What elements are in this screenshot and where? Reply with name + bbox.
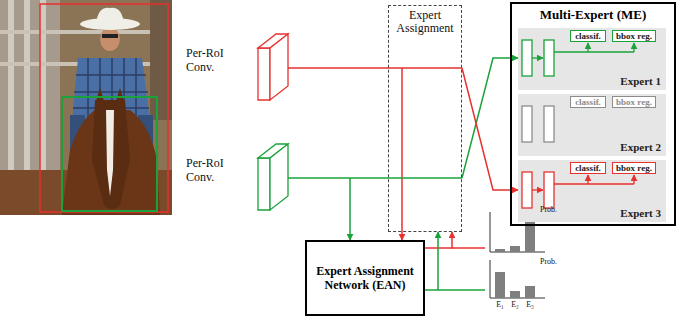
layer-arrow: [633, 175, 634, 184]
layer-arrow: [587, 43, 588, 52]
fence-rail: [0, 30, 172, 34]
multi-expert-box: Multi-Expert (ME) Expert 1 classif. bbox re…: [510, 2, 676, 226]
layer-label: Per-RoI Conv.: [186, 46, 238, 74]
node-text: classif.: [571, 31, 605, 41]
layer-arrow: [587, 175, 588, 184]
bar: [510, 246, 520, 252]
fc-layer: [544, 106, 554, 142]
axis-label: Prob.: [540, 205, 570, 215]
node-text: bbox reg.: [613, 97, 655, 107]
layer-arrow: [554, 51, 634, 52]
assignment-box: Expert Assignment: [388, 5, 462, 232]
red-wire: [288, 67, 462, 69]
node-text: Expert Assignment: [389, 9, 461, 35]
face: [100, 27, 120, 51]
layer-arrow: [532, 57, 543, 58]
cube-face: [270, 34, 288, 100]
fc-layer: [522, 106, 532, 142]
red-wire: [401, 68, 403, 240]
bar: [510, 291, 520, 298]
node-text: Expert Assignment Network (EAN): [311, 264, 419, 292]
node-text: bbox reg.: [613, 163, 655, 173]
expert-panel: Expert 2 classif. bbox reg.: [518, 94, 666, 156]
head-box: bbox reg.: [612, 162, 656, 174]
layer-arrow: [633, 43, 634, 52]
blaze: [106, 110, 114, 196]
horse-ears: [96, 88, 124, 101]
green-wire: [288, 177, 462, 179]
fc-layer: [522, 40, 532, 76]
head-box: bbox reg.: [612, 96, 656, 108]
horse-head: [92, 100, 130, 209]
prob-chart: [490, 260, 545, 298]
node-text: classif.: [571, 97, 605, 107]
layer-label: Per-RoI Conv.: [186, 156, 238, 184]
bar: [525, 286, 535, 298]
node-text: Multi-Expert (ME): [512, 7, 674, 22]
expert-3-layers: [522, 172, 634, 208]
layer-arrow: [554, 183, 634, 184]
fc-layer: [544, 40, 554, 76]
photo: [0, 0, 172, 215]
green-wire: [438, 289, 485, 291]
chart-axis: [490, 260, 545, 298]
head-box: classif.: [570, 30, 606, 42]
expert-index: E₁: [493, 300, 507, 310]
bar: [495, 249, 505, 252]
cube-face: [258, 48, 270, 100]
fc-layer: [522, 172, 532, 208]
roi-box-red: [40, 4, 168, 212]
red-wire: [452, 247, 485, 249]
expert-2-layers: [522, 106, 554, 142]
fc-layer: [544, 172, 554, 208]
roi-box-green: [62, 97, 157, 211]
node-text: bbox reg.: [613, 31, 655, 41]
node-text: classif.: [571, 163, 605, 173]
expert-index: E₂: [508, 300, 522, 310]
sunglasses: [102, 34, 118, 38]
cube-face: [258, 158, 270, 210]
expert-index: E₃: [523, 300, 537, 310]
node-text: Expert 3: [620, 207, 661, 219]
feature-map-red: [258, 34, 288, 100]
cube-face: [270, 144, 288, 210]
expert-1-layers: [522, 40, 634, 76]
head-box: classif.: [570, 162, 606, 174]
head-box: classif.: [570, 96, 606, 108]
photo-ground: [0, 0, 172, 215]
node-text: Expert 2: [620, 141, 661, 153]
bar: [495, 272, 505, 298]
expert-panel: Expert 1 classif. bbox reg.: [518, 28, 666, 90]
feature-map-green: [258, 144, 288, 210]
bar: [525, 217, 535, 252]
node-text: Expert 1: [620, 75, 661, 87]
hat-crown: [96, 8, 124, 24]
layer-arrow: [532, 189, 543, 190]
axis-label: Prob.: [540, 257, 570, 267]
green-wire: [349, 178, 351, 240]
network-box: Expert Assignment Network (EAN): [305, 240, 425, 316]
connector: [425, 232, 438, 290]
head-box: bbox reg.: [612, 30, 656, 42]
